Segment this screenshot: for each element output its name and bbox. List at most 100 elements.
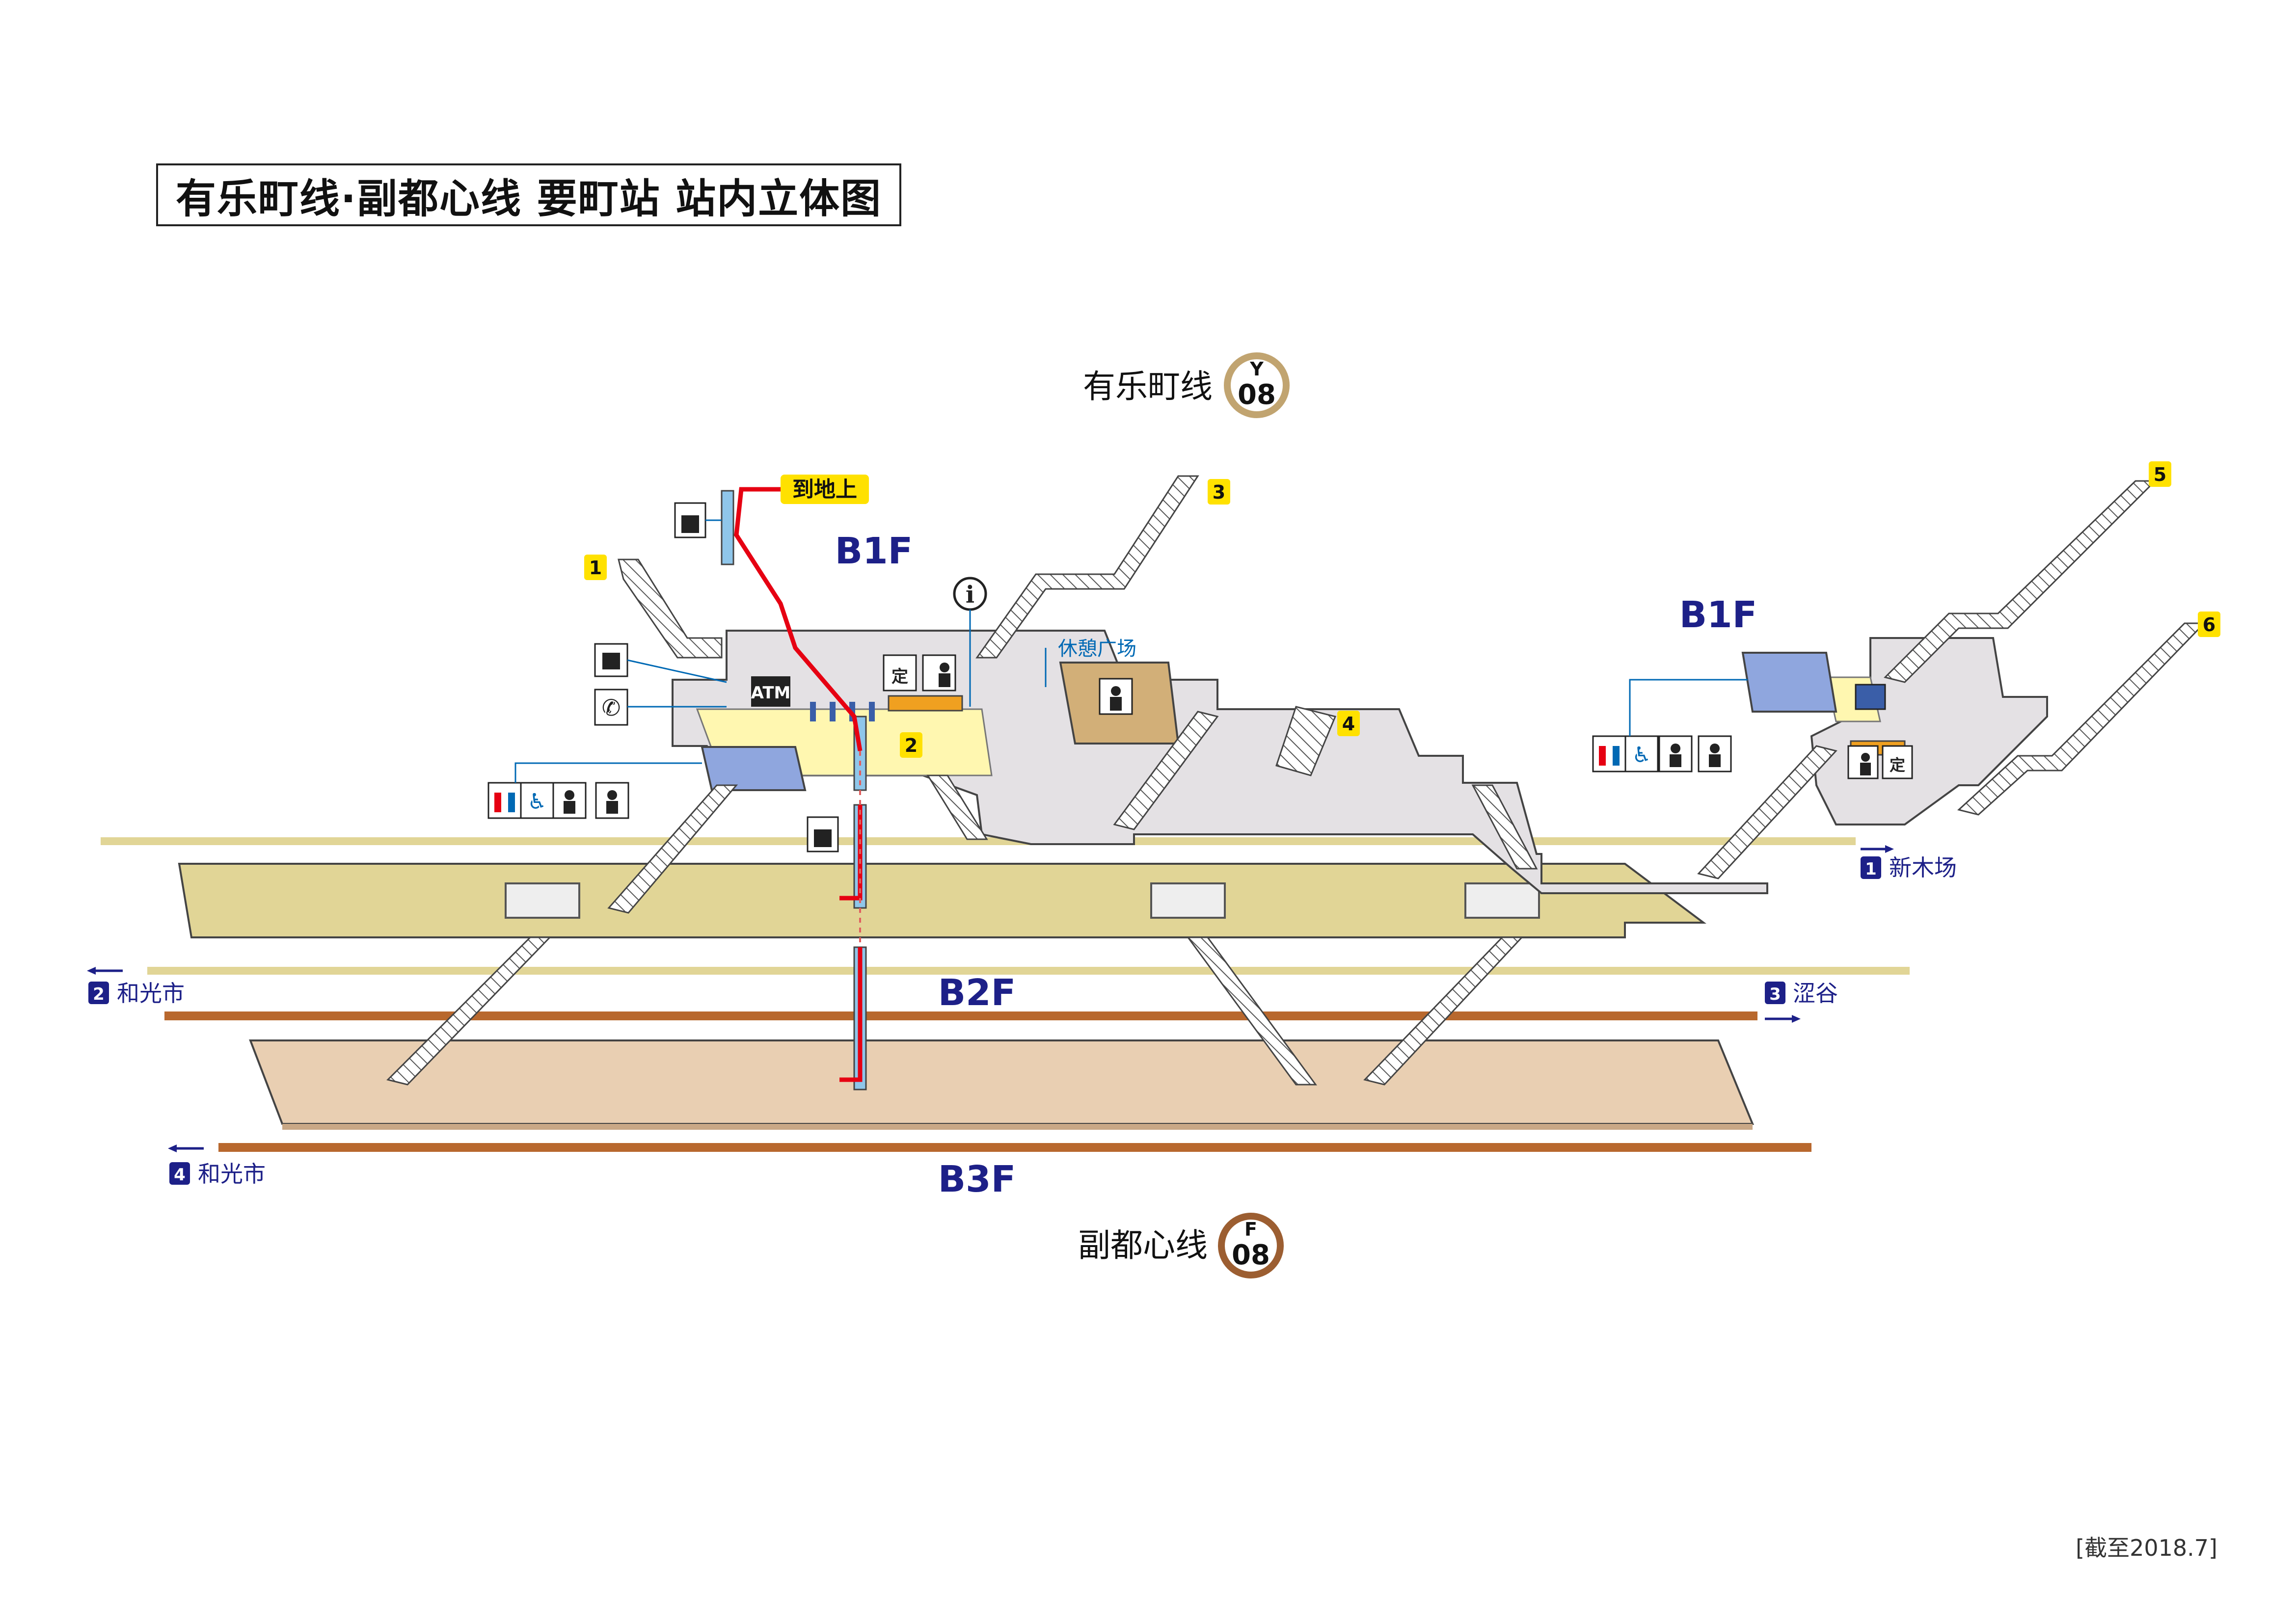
coin-locker-leader	[627, 659, 727, 683]
b1f-b2f-stairs-1	[607, 784, 738, 914]
platform-3-number: 3	[1769, 984, 1781, 1004]
ostomate-icon	[1698, 735, 1732, 772]
fukutoshin-code-letter: F	[1244, 1219, 1257, 1240]
exit-tag-6-label: 6	[2203, 614, 2215, 636]
station-office-block	[701, 746, 807, 791]
platform-2-number: 2	[93, 984, 105, 1004]
fukutoshin-code-circle	[1218, 1213, 1284, 1278]
wheelchair-icon: ♿	[1624, 735, 1659, 772]
b1f-b2f-stairs-4	[1471, 784, 1538, 870]
ostomate-icon	[595, 782, 629, 819]
yurakucho-line-name: 有乐町线	[1083, 368, 1213, 405]
route-to-ground	[734, 487, 863, 751]
exit-3-stairs	[975, 475, 1199, 659]
exit-1-stairs	[618, 559, 723, 659]
platform-4-destination: 和光市	[198, 1161, 266, 1187]
floor-label-b1f-east: B1F	[1679, 594, 1757, 636]
elevator-shaft-upper	[721, 490, 734, 565]
exit-tag-3-label: 3	[1213, 481, 1225, 503]
baby-icon	[552, 782, 587, 819]
pass-label-east: 定	[1890, 756, 1905, 774]
svg-text:i: i	[966, 581, 974, 609]
platform-1-direction: 1 新木场	[1861, 845, 1957, 881]
platform-2-direction: 2 和光市	[87, 967, 185, 1007]
page-title: 有乐町线·副都心线 要町站 站内立体图	[156, 163, 901, 226]
b2f-platform	[178, 863, 1706, 938]
b2f-b3f-stairs-1	[386, 936, 552, 1086]
exit-5-stairs	[1884, 480, 2157, 683]
fukutoshin-line-name: 副都心线	[1078, 1226, 1208, 1264]
platform-3-destination: 涩谷	[1793, 980, 1838, 1007]
ticket-wicket	[888, 695, 963, 712]
b2f-opening-2	[1150, 882, 1226, 919]
exit-6-stairs	[1957, 622, 2206, 816]
pass-label-west: 定	[891, 667, 908, 687]
ticket-machine-icon: 定	[883, 654, 917, 692]
yurakucho-code-number: 08	[1238, 379, 1276, 411]
elevator-icon	[807, 816, 839, 852]
exit-tag-5: 5	[2149, 461, 2171, 487]
exit-tag-4-label: 4	[1342, 713, 1355, 735]
b2f-opening-3	[1464, 882, 1540, 919]
route-b3	[839, 947, 863, 1082]
gate-marker-1	[810, 702, 816, 721]
yurakucho-line-badge: 有乐町线 Y 08	[1083, 352, 1290, 418]
gate-marker-2	[830, 702, 836, 721]
exit-tag-5-label: 5	[2154, 464, 2166, 485]
platform-4-direction: 4 和光市	[168, 1144, 266, 1187]
restroom-icon	[1592, 735, 1626, 772]
b1f-b2f-stairs-2	[926, 774, 988, 840]
b1f-b2f-stairs-3	[1113, 711, 1219, 830]
b3f-platform	[249, 1039, 1754, 1125]
svg-text:♿: ♿	[527, 789, 546, 814]
ticket-machine-icon: 定	[1882, 745, 1913, 779]
b1f-east-concourse	[1810, 637, 2048, 825]
restroom-leader-east	[1629, 679, 1748, 736]
yurakucho-code-circle	[1224, 352, 1290, 418]
b2f-opening-1	[505, 882, 580, 919]
station-staff-icon	[1847, 745, 1879, 779]
as-of-date: [截至2018.7]	[2076, 1535, 2217, 1561]
b2f-b3f-stairs-2	[1187, 936, 1317, 1086]
b1f-east-gate-marker	[1855, 684, 1886, 710]
exit-tag-3: 3	[1208, 479, 1230, 505]
platform-4-number: 4	[174, 1165, 186, 1185]
floor-label-b1f-west: B1F	[835, 530, 913, 572]
fukutoshin-code-number: 08	[1232, 1239, 1270, 1271]
station-staff-icon	[922, 654, 956, 692]
rest-area-staff-icon	[1099, 678, 1133, 715]
exit-tag-2-label: 2	[905, 735, 918, 756]
wheelchair-icon: ♿	[520, 782, 554, 819]
platform-3-direction: 3 涩谷	[1765, 980, 1838, 1023]
gate-marker-4	[869, 702, 875, 721]
atm-icon: ATM	[751, 676, 791, 707]
svg-text:♿: ♿	[1632, 743, 1651, 768]
floor-label-b3f: B3F	[938, 1158, 1016, 1200]
restroom-icon	[487, 782, 522, 819]
restroom-leader-west	[514, 762, 702, 783]
platform-2-destination: 和光市	[117, 980, 185, 1007]
fukutoshin-line-badge: 副都心线 F 08	[1078, 1213, 1284, 1278]
exit-4-stairs	[1275, 706, 1337, 776]
b3f-platform-edge	[282, 1124, 1753, 1130]
platform-1-number: 1	[1865, 859, 1877, 879]
b1f-east-b2f-stairs	[1697, 745, 1837, 879]
rest-area-label: 休憩广场	[1058, 638, 1136, 660]
exit-tag-2: 2	[900, 732, 922, 758]
exit-tag-1-label: 1	[589, 557, 602, 579]
b2f-b3f-stairs-3	[1363, 936, 1524, 1086]
baby-icon	[1658, 735, 1693, 772]
to-ground-tag	[781, 475, 869, 504]
exit-tag-4: 4	[1337, 711, 1360, 736]
exit-tag-6: 6	[2198, 612, 2220, 637]
telephone-icon: ✆	[594, 689, 628, 726]
yurakucho-code-letter: Y	[1249, 358, 1264, 380]
atm-label: ATM	[751, 683, 791, 703]
floor-label-b2f: B2F	[938, 972, 1016, 1014]
coin-locker-icon	[594, 643, 628, 677]
platform-1-destination: 新木场	[1889, 854, 1957, 881]
to-ground-label: 到地上	[792, 477, 857, 502]
b1f-east-office-block	[1741, 652, 1837, 713]
information-icon: i	[953, 577, 987, 611]
svg-text:✆: ✆	[602, 694, 621, 721]
